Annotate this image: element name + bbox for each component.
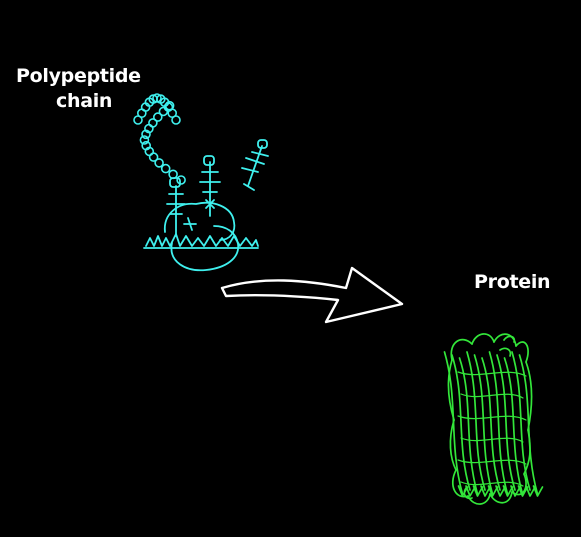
beta-strand xyxy=(473,354,494,495)
ribosome-small-subunit xyxy=(164,201,236,241)
beta-strand-arrowhead xyxy=(510,485,521,497)
amino-acid-bead xyxy=(141,129,151,140)
protein-loop xyxy=(499,347,512,357)
protein-loop xyxy=(489,491,513,504)
barrel-cross-strand xyxy=(460,481,524,487)
barrel-cross-strand xyxy=(460,437,524,443)
beta-strand-arrowhead xyxy=(465,485,476,497)
beta-strand-arrowhead xyxy=(502,485,514,497)
barrel-cross-strand xyxy=(457,371,527,377)
amino-acid-bead xyxy=(148,152,159,162)
polypeptide-label-line2: chain xyxy=(56,90,113,112)
barrel-cross-strand xyxy=(460,393,524,399)
beta-strand-arrowhead xyxy=(480,485,491,497)
amino-acid-bead xyxy=(160,163,171,174)
protein-loop xyxy=(511,473,527,496)
trna-3 xyxy=(241,139,269,191)
polypeptide-bead-chain xyxy=(133,93,186,185)
beta-strand xyxy=(503,357,524,495)
beta-strand xyxy=(496,354,516,491)
protein-loop xyxy=(523,429,531,475)
amino-acid-bead xyxy=(168,169,178,180)
beta-strand-arrowhead xyxy=(525,485,536,497)
polypeptide-label-line1: Polypeptide xyxy=(16,65,141,87)
beta-strand xyxy=(511,351,531,491)
beta-strand-arrowhead xyxy=(472,485,484,497)
protein-loop xyxy=(463,487,473,500)
beta-strand xyxy=(451,354,471,491)
amino-acid-bead xyxy=(164,100,175,111)
ribosome-large-subunit xyxy=(170,225,239,272)
barrel-cross-strand xyxy=(457,459,527,465)
amino-acid-bead xyxy=(171,115,181,125)
beta-strand xyxy=(488,351,509,495)
protein-loop xyxy=(471,333,495,345)
protein-loop xyxy=(515,341,529,363)
transition-arrow-shape xyxy=(220,266,404,324)
beta-strand xyxy=(458,357,479,495)
protein-loop xyxy=(525,361,533,431)
protein-loop xyxy=(503,335,516,343)
beta-strand-arrowhead xyxy=(495,485,506,497)
barrel-cross-strand xyxy=(457,415,527,421)
beta-strand-arrowhead xyxy=(517,485,529,497)
protein-loop xyxy=(447,359,455,421)
polypeptide-chain-label: Polypeptide chain xyxy=(16,64,186,114)
beta-strand-arrowhead xyxy=(532,485,544,497)
protein-loop xyxy=(450,338,473,361)
amino-acid-bead xyxy=(139,135,150,145)
trna-2 xyxy=(199,155,221,217)
protein-loop xyxy=(449,419,457,471)
mrna-strand xyxy=(145,233,259,247)
protein-label: Protein xyxy=(474,271,551,293)
protein-loop xyxy=(493,333,517,347)
beta-strand-arrowhead xyxy=(487,485,499,497)
beta-strand xyxy=(466,351,486,491)
amino-acid-bead xyxy=(158,106,169,117)
beta-strand xyxy=(481,357,501,491)
amino-acid-bead xyxy=(176,175,186,185)
amino-acid-bead xyxy=(154,158,164,168)
amino-acid-bead xyxy=(153,112,163,122)
